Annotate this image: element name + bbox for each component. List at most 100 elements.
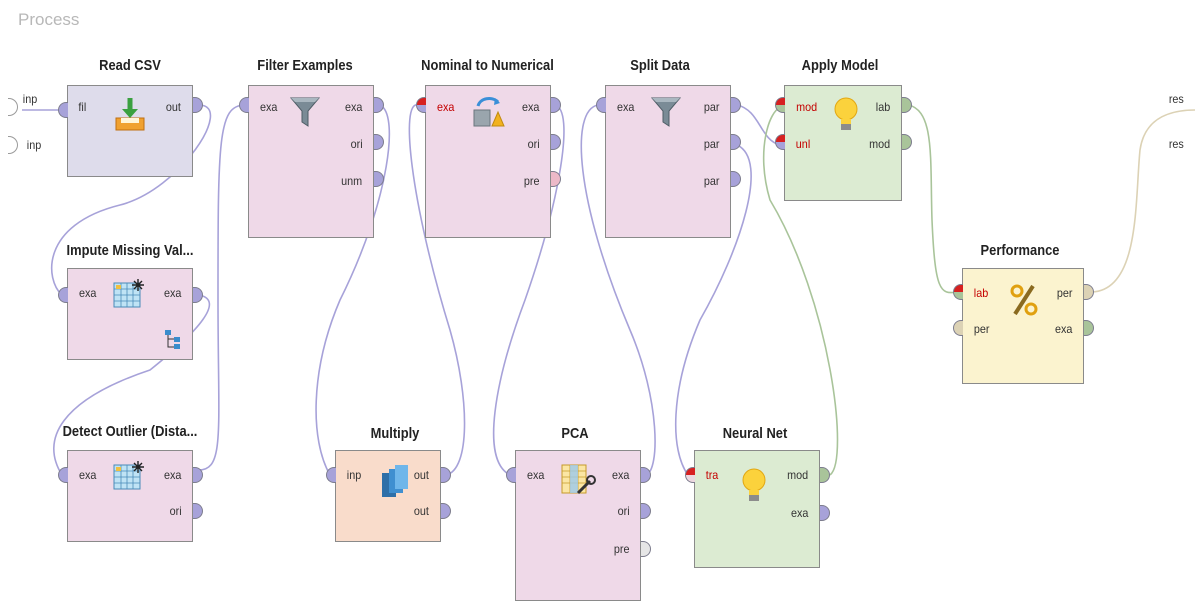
port-label-tra: tra (705, 468, 719, 482)
operator-title-detect-outlier: Detect Outlier (Dista... (62, 423, 198, 440)
port-label-exa: exa (78, 286, 97, 300)
operator-title-neural-net: Neural Net (722, 425, 788, 442)
port-label-exa-out: exa (521, 100, 540, 114)
port-label-mod: mod (796, 100, 818, 114)
wire-neural-apply (762, 107, 839, 476)
wire-impute-detect (53, 294, 211, 476)
operator-split-data[interactable]: exa par par par (605, 85, 731, 238)
port-in-performance-lab[interactable] (953, 284, 963, 300)
port-label-exa-out: exa (344, 100, 363, 114)
port-label-exa: exa (616, 100, 635, 114)
port-label-exa: exa (436, 100, 455, 114)
operator-read-csv[interactable]: fil out (67, 85, 193, 177)
port-in-performance-per[interactable] (953, 320, 963, 336)
wire-apply-performance (907, 104, 958, 294)
wire-multiply-nominal (408, 104, 466, 476)
import-tray-icon (115, 98, 145, 131)
wire-performance-res (1091, 109, 1196, 293)
port-label-ori: ori (350, 137, 363, 151)
port-label-exa-out: exa (611, 468, 630, 482)
port-label-exa: exa (1054, 322, 1073, 336)
port-in-apply-mod[interactable] (775, 97, 785, 113)
operator-title-pca: PCA (561, 425, 589, 442)
port-in-split[interactable] (596, 97, 606, 113)
port-label-exa-out: exa (163, 468, 182, 482)
operator-detect-outlier[interactable]: exa exa ori (67, 450, 193, 542)
funnel-icon (650, 97, 682, 127)
lightbulb-icon (742, 468, 766, 501)
operator-title-nominal-to-numerical: Nominal to Numerical (421, 57, 554, 74)
port-in-fil[interactable] (58, 102, 68, 118)
operator-title-multiply: Multiply (370, 425, 420, 442)
operator-apply-model[interactable]: mod unl lab mod (784, 85, 902, 201)
operator-title-impute: Impute Missing Val... (66, 242, 194, 259)
port-label-unm: unm (340, 174, 362, 188)
table-star-icon (113, 279, 144, 308)
wire-detect-filter (198, 104, 246, 471)
port-label-pre: pre (613, 542, 630, 556)
process-input-label-2: inp (26, 138, 42, 152)
port-in-apply-unl[interactable] (775, 134, 785, 150)
port-label-mod: mod (786, 468, 808, 482)
port-in-neural-tra[interactable] (685, 467, 695, 483)
operator-title-apply-model: Apply Model (801, 57, 879, 74)
operator-impute-missing-values[interactable]: exa exa (67, 268, 193, 360)
port-label-lab: lab (973, 286, 989, 300)
wire-readcsv-impute (51, 104, 212, 296)
table-wrench-icon (561, 464, 596, 495)
port-label-out: out (166, 100, 182, 114)
wire-nominal-pca (492, 104, 565, 476)
port-label-per-out: per (1056, 286, 1073, 300)
port-label-out-1: out (414, 468, 430, 482)
port-in-nominal[interactable] (416, 97, 426, 113)
operator-pca[interactable]: exa exa ori pre (515, 450, 641, 601)
port-label-unl: unl (795, 137, 811, 151)
table-star-icon (113, 461, 144, 490)
process-output-label-2: res (1168, 137, 1184, 151)
process-output-label-1: res (1168, 92, 1184, 106)
copies-icon (382, 465, 408, 497)
operator-multiply[interactable]: inp out out (335, 450, 441, 542)
port-label-ori: ori (527, 137, 540, 151)
port-in-detect-outlier[interactable] (58, 467, 68, 483)
port-label-exa: exa (526, 468, 545, 482)
convert-shapes-icon (473, 97, 505, 127)
percent-icon (1010, 284, 1038, 316)
wire-pca-split (580, 104, 656, 476)
port-label-ori: ori (617, 504, 630, 518)
port-label-par-2: par (703, 137, 720, 151)
operator-title-read-csv: Read CSV (99, 57, 161, 74)
port-label-inp: inp (346, 468, 362, 482)
port-in-multiply[interactable] (326, 467, 336, 483)
port-label-ori: ori (169, 504, 182, 518)
process-input-label-1: inp (22, 92, 38, 106)
port-label-exa-out: exa (163, 286, 182, 300)
operator-nominal-to-numerical[interactable]: exa exa ori pre (425, 85, 551, 238)
port-label-par-3: par (703, 174, 720, 188)
wire-split-apply (736, 104, 781, 146)
port-in-pca[interactable] (506, 467, 516, 483)
port-in-impute[interactable] (58, 287, 68, 303)
operator-filter-examples[interactable]: exa exa ori unm (248, 85, 374, 238)
lightbulb-icon (834, 97, 858, 130)
subprocess-icon (165, 330, 180, 349)
port-label-mod-out: mod (868, 137, 890, 151)
funnel-icon (289, 97, 321, 127)
operator-title-split-data: Split Data (630, 57, 690, 74)
wire-filter-multiply (315, 104, 391, 476)
port-label-lab: lab (875, 100, 891, 114)
wire-split-neural (674, 144, 752, 476)
port-label-exa: exa (790, 506, 809, 520)
operator-performance[interactable]: lab per per exa (962, 268, 1084, 384)
process-title: Process (18, 10, 80, 29)
port-label-fil: fil (78, 100, 87, 114)
port-label-exa: exa (78, 468, 97, 482)
operator-neural-net[interactable]: tra mod exa (694, 450, 820, 568)
port-label-pre: pre (523, 174, 540, 188)
operator-title-performance: Performance (980, 242, 1060, 259)
operator-title-filter-examples: Filter Examples (257, 57, 353, 74)
port-label-par-1: par (703, 100, 720, 114)
port-in-filter[interactable] (239, 97, 249, 113)
